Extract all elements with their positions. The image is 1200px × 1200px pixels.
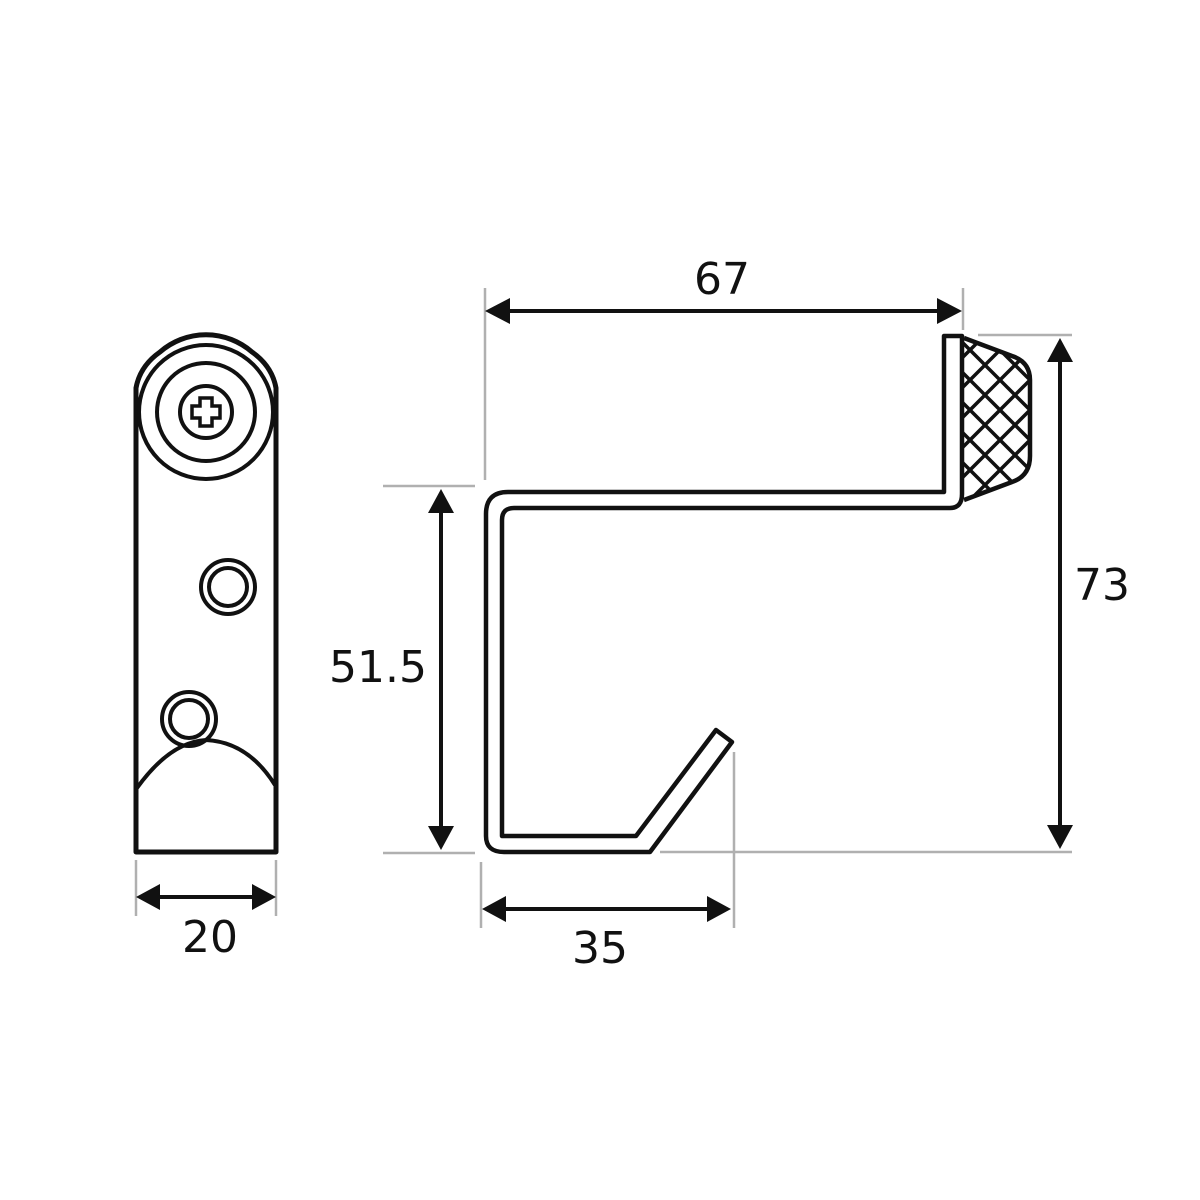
dimension-opening-35: 35 bbox=[479, 752, 736, 974]
dimension-width-20: 20 bbox=[134, 860, 278, 963]
dimension-height-51-5: 51.5 bbox=[329, 484, 475, 855]
arched-base bbox=[135, 737, 277, 790]
dimension-height-73: 73 bbox=[660, 333, 1130, 854]
dimension-label-51-5: 51.5 bbox=[329, 642, 427, 693]
front-body-outline bbox=[133, 332, 279, 855]
dimension-label-35: 35 bbox=[572, 923, 628, 974]
dimension-label-67: 67 bbox=[694, 254, 750, 305]
screw-head bbox=[178, 384, 234, 440]
phillips-cross-icon bbox=[190, 396, 222, 428]
outer-ring bbox=[137, 343, 275, 481]
front-view bbox=[133, 332, 279, 855]
dimension-label-73: 73 bbox=[1074, 560, 1130, 611]
dimension-depth-67: 67 bbox=[483, 254, 965, 480]
washer-ring bbox=[155, 361, 257, 463]
lower-hole bbox=[160, 690, 218, 748]
hook-wire-outer bbox=[483, 333, 965, 855]
dimension-label-20: 20 bbox=[182, 912, 238, 963]
upper-hole bbox=[199, 558, 257, 616]
side-view bbox=[483, 333, 1033, 855]
rubber-bumper bbox=[963, 335, 1033, 503]
